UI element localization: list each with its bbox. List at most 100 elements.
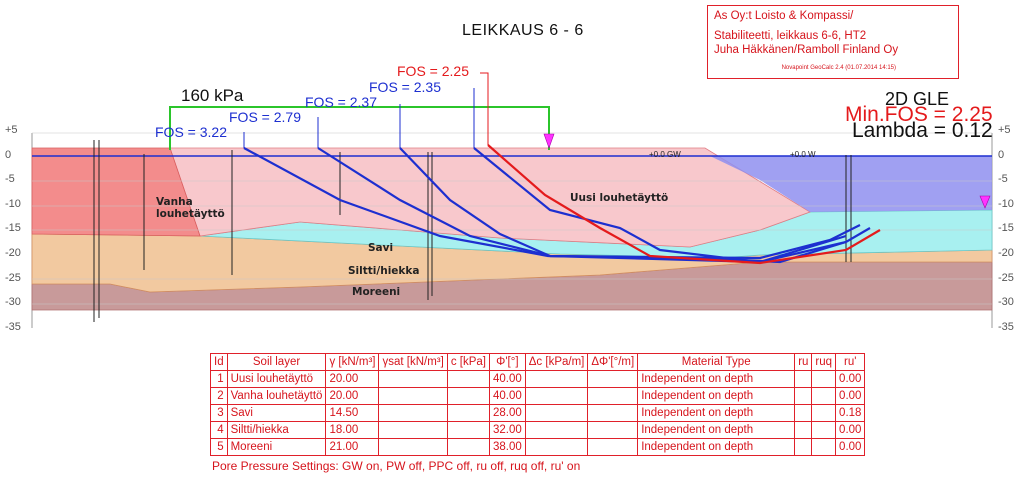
table-cell: 3 — [210, 404, 228, 422]
table-cell: 40.00 — [488, 387, 526, 405]
header-id: Id — [210, 353, 228, 371]
table-cell: 4 — [210, 421, 228, 439]
table-cell: Moreeni — [226, 438, 327, 456]
layer-label-moreeni: Moreeni — [352, 286, 400, 298]
vanha-layer — [31, 147, 201, 237]
table-cell — [378, 404, 448, 422]
elev-right-m15: -15 — [998, 222, 1014, 234]
table-cell — [378, 421, 448, 439]
table-cell: 2 — [210, 387, 228, 405]
layer-label-vanha2: louhetäyttö — [156, 208, 225, 220]
table-cell: 40.00 — [488, 370, 526, 388]
table-cell: Independent on depth — [637, 438, 796, 456]
elev-left-m15: -15 — [5, 222, 21, 234]
layer-label-uusi: Uusi louhetäyttö — [570, 192, 668, 204]
header-cohesion: c [kPa] — [446, 353, 490, 371]
elev-left-m20: -20 — [5, 247, 21, 259]
project-description: Stabiliteetti, leikkaus 6-6, HT2 — [714, 30, 867, 42]
header-delta-c: Δc [kPa/m] — [524, 353, 589, 371]
gw-label-left: +0.0 GW — [649, 150, 681, 159]
table-cell: Uusi louhetäyttö — [226, 370, 327, 388]
table-cell: 0.00 — [835, 421, 866, 439]
fos-label-3-22: FOS = 3.22 — [155, 124, 227, 140]
table-cell: 0.00 — [835, 370, 866, 388]
gw-label-right: +0.0 W — [790, 150, 816, 159]
table-cell: 18.00 — [325, 421, 380, 439]
table-cell — [446, 421, 490, 439]
lambda-label: Lambda = 0.12 — [852, 119, 993, 142]
software-version: Novapoint GeoCalc 2.4 (01.07.2014 14:15) — [781, 65, 896, 71]
elev-right-m5: -5 — [998, 173, 1008, 185]
table-cell — [794, 421, 813, 439]
elev-left-p5: +5 — [5, 124, 18, 136]
section-title: LEIKKAUS 6 - 6 — [462, 22, 584, 39]
water-marker-icon — [979, 195, 991, 209]
table-cell: 21.00 — [325, 438, 380, 456]
table-cell: Independent on depth — [637, 421, 796, 439]
table-cell — [446, 438, 490, 456]
table-cell — [524, 387, 589, 405]
elevation-grid — [32, 132, 992, 305]
table-cell: Vanha louhetäyttö — [226, 387, 327, 405]
table-cell — [811, 438, 837, 456]
table-cell — [587, 370, 639, 388]
table-cell — [446, 404, 490, 422]
table-cell — [587, 404, 639, 422]
project-author: Juha Häkkänen/Ramboll Finland Oy — [714, 44, 899, 56]
elev-left-m30: -30 — [5, 296, 21, 308]
table-cell: 0.00 — [835, 387, 866, 405]
table-cell — [524, 421, 589, 439]
table-cell — [378, 387, 448, 405]
table-cell: Independent on depth — [637, 404, 796, 422]
table-cell — [811, 370, 837, 388]
load-label: 160 kPa — [181, 86, 244, 105]
analysis-method: 2D GLE — [885, 89, 950, 109]
slip-surfaces — [243, 144, 881, 265]
elev-right-m35: -35 — [998, 321, 1014, 333]
table-cell: 1 — [210, 370, 228, 388]
elev-right-m10: -10 — [998, 198, 1014, 210]
pore-pressure-settings: Pore Pressure Settings: GW on, PW off, P… — [212, 459, 581, 473]
table-cell — [794, 387, 813, 405]
table-cell — [587, 438, 639, 456]
header-ru-prime: ru' — [835, 353, 866, 371]
table-cell — [446, 370, 490, 388]
elev-right-m25: -25 — [998, 272, 1014, 284]
table-cell: 28.00 — [488, 404, 526, 422]
min-fos-label: Min.FOS = 2.25 — [845, 103, 993, 126]
project-info-box: As Oy:t Loisto & Kompassi/ Stabiliteetti… — [707, 5, 959, 79]
elev-left-m10: -10 — [5, 198, 21, 210]
borehole-logs — [93, 140, 852, 322]
fos-label-2-37: FOS = 2.37 — [305, 94, 377, 110]
elev-left-m25: -25 — [5, 272, 21, 284]
table-cell — [378, 438, 448, 456]
table-cell: 0.00 — [835, 438, 866, 456]
project-name: As Oy:t Loisto & Kompassi/ — [714, 10, 854, 22]
right-elevation-labels: +5 0 -5 -10 -15 -20 -25 -30 -35 — [998, 124, 1014, 333]
header-soil-layer: Soil layer — [226, 353, 327, 371]
left-elevation-labels: +5 0 -5 -10 -15 -20 -25 -30 -35 — [5, 124, 21, 333]
table-cell: Independent on depth — [637, 370, 796, 388]
elev-right-m20: -20 — [998, 247, 1014, 259]
layer-label-vanha: Vanha — [156, 196, 193, 208]
header-ru: ru — [794, 353, 813, 371]
leader-fos-2-25 — [480, 72, 489, 145]
fos-label-2-35: FOS = 2.35 — [369, 79, 441, 95]
slip-surface-fos-2-25 — [487, 144, 881, 265]
elev-right-0: 0 — [998, 149, 1004, 161]
fos-label-leaders — [243, 72, 489, 148]
table-cell — [524, 404, 589, 422]
elev-right-m30: -30 — [998, 296, 1014, 308]
slip-surface-fos-2-35 — [473, 147, 871, 264]
fos-label-2-79: FOS = 2.79 — [229, 109, 301, 125]
header-delta-phi: ΔΦ'[°/m] — [587, 353, 639, 371]
table-cell: Independent on depth — [637, 387, 796, 405]
load-marker-icon — [543, 133, 555, 149]
table-cell — [811, 404, 837, 422]
table-cell: 14.50 — [325, 404, 380, 422]
cross-section-svg: +5 0 -5 -10 -15 -20 -25 -30 -35 +5 0 -5 … — [5, 72, 1014, 333]
